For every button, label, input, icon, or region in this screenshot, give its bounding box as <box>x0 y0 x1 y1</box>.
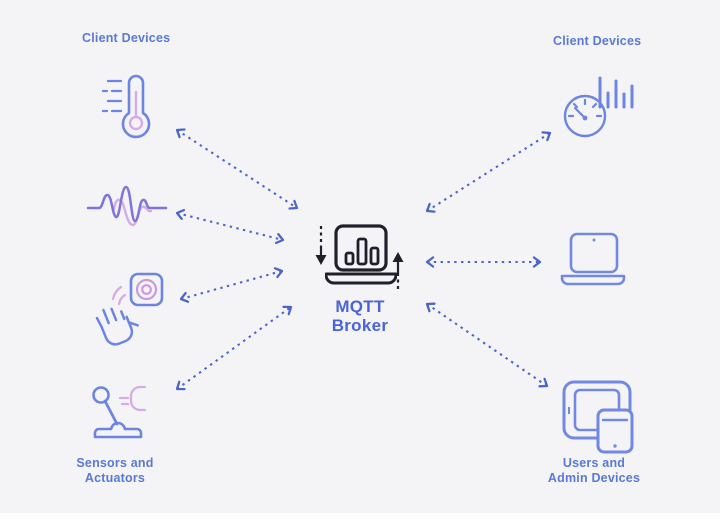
arrow-gesture-broker <box>179 267 284 303</box>
arrow-robotarm-broker <box>175 305 293 391</box>
thermometer-icon <box>95 72 155 140</box>
arrow-tabletphone-broker <box>425 302 549 388</box>
gesture-sensor-icon <box>85 272 165 354</box>
broker-laptop-chart-icon <box>325 223 397 285</box>
tablet-phone-icon <box>558 378 638 456</box>
arrow-gauge-broker <box>425 131 552 213</box>
left-group-header: Client Devices <box>82 31 171 45</box>
broker-label: MQTT Broker <box>331 297 389 335</box>
vibration-wave-icon <box>86 183 168 233</box>
up-dashed-arrow <box>392 252 404 292</box>
arrow-thermometer-broker <box>175 128 299 210</box>
laptop-icon <box>560 230 626 286</box>
gauge-stats-icon <box>556 73 636 139</box>
right-group-header: Client Devices <box>553 34 642 48</box>
arrow-wave-broker <box>175 208 285 245</box>
robot-arm-icon <box>89 383 153 443</box>
right-group-footer: Users and Admin Devices <box>547 456 641 485</box>
bottom-margin <box>0 513 720 519</box>
left-group-footer: Sensors and Actuators <box>76 456 154 485</box>
down-dashed-arrow <box>315 226 327 265</box>
